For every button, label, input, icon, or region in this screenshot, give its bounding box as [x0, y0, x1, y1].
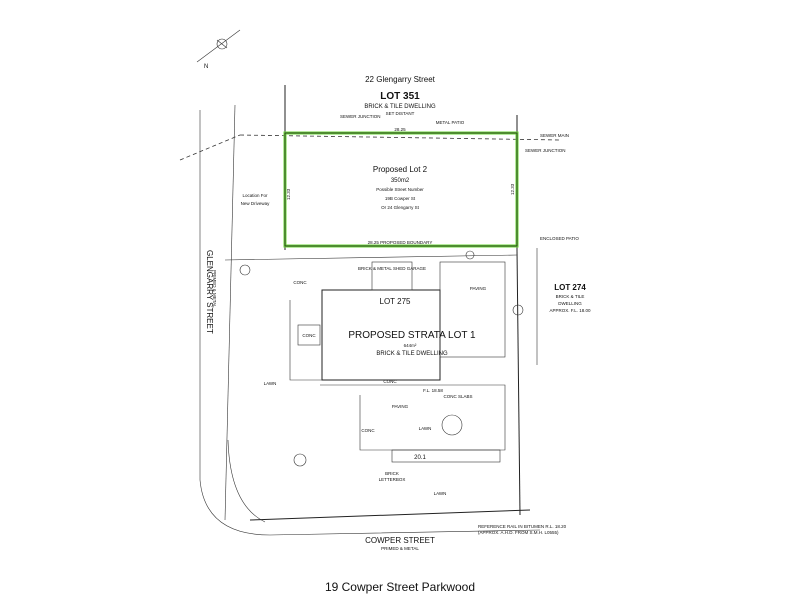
conc-label-3: CONC — [383, 379, 397, 384]
driveway-label-2: New Driveway — [241, 201, 271, 206]
lot2-possible: Possible Street Number — [376, 187, 424, 192]
sewer-main-label: SEWER MAIN — [540, 133, 569, 138]
glengarry-street-label: GLENGARRY STREET — [205, 250, 214, 334]
brick-shed-label: BRICK & METAL SHED GARAGE — [358, 266, 426, 271]
conc-label-2: CONC — [293, 280, 307, 285]
lot2-title: Proposed Lot 2 — [373, 165, 428, 174]
property-outline — [199, 85, 541, 536]
lot351-title: LOT 351 — [380, 91, 420, 102]
letterbox-label-2: LETTERBOX — [379, 477, 406, 482]
enclosed-patio-label: ENCLOSED PATIO — [540, 236, 579, 241]
lawn-label-3: LAWN — [434, 491, 447, 496]
lot351-sub2: SET DISTANT — [386, 111, 415, 116]
paving-label-2: PAVING — [392, 404, 409, 409]
strata-area: 644m² — [404, 343, 417, 348]
reference-label: REFERENCE RAIL IN BITUMEN R.L. 18.20 — [478, 524, 567, 529]
lot274-sub: BRICK & TILE — [556, 294, 585, 299]
lot2-dim-left: 12.33 — [286, 188, 291, 200]
lot274-sub2: DWELLING — [558, 301, 582, 306]
metal-patio-label: METAL PATIO — [436, 120, 465, 125]
lot2-area: 350m2 — [391, 178, 410, 184]
north-arrow-icon — [196, 29, 241, 63]
paving-label: PAVING — [470, 286, 487, 291]
strata-title: PROPOSED STRATA LOT 1 — [348, 330, 476, 341]
lot2-opt1: 19B Cowper St — [385, 196, 416, 201]
glengarry-sub: PRIMED & METAL — [212, 270, 217, 308]
driveway-label-1: Location For — [242, 193, 268, 198]
conc-label-4: CONC — [361, 428, 375, 433]
fl-label: F.L. 18.58 — [423, 388, 443, 393]
lot274-sub3: APPROX. F.L. 18.00 — [549, 308, 591, 313]
sewer-junction-left: SEWER JUNCTION — [340, 114, 381, 119]
cowper-street-label: COWPER STREET — [365, 536, 435, 545]
north-label: N — [204, 64, 208, 70]
plan-caption: 19 Cowper Street Parkwood — [324, 580, 476, 594]
lot351-sub: BRICK & TILE DWELLING — [364, 104, 436, 110]
lot275-label: LOT 275 — [380, 297, 412, 306]
cowper-sub: PRIMED & METAL — [381, 546, 419, 551]
reference-label-2: (APPROX. A.H.D. FROM S.M.H. L0555) — [478, 530, 559, 535]
front-dim-label: 20.1 — [414, 455, 426, 461]
conc-slabs-label: CONC SLABS — [443, 394, 472, 399]
lot2-opt2: Or 24 Glengarry St — [381, 205, 420, 210]
lot274-title: LOT 274 — [554, 283, 586, 292]
conc-label-1: CONC — [302, 333, 316, 338]
sewer-junction-right: SEWER JUNCTION — [525, 148, 566, 153]
strata-sub: BRICK & TILE DWELLING — [376, 351, 448, 357]
street-top-label: 22 Glengarry Street — [365, 75, 436, 84]
lawn-label-1: LAWN — [419, 426, 432, 431]
lot2-dim-top: 28.25 — [394, 127, 406, 132]
lot2-dim-bottom: 28.25 PROPOSED BOUNDARY — [368, 240, 433, 245]
garden-circle — [441, 414, 463, 436]
tree-icons — [239, 250, 524, 467]
letterbox-label-1: BRICK — [385, 471, 399, 476]
lot2-dim-right: 12.33 — [510, 183, 515, 195]
lawn-label-2: LAWN — [264, 381, 277, 386]
